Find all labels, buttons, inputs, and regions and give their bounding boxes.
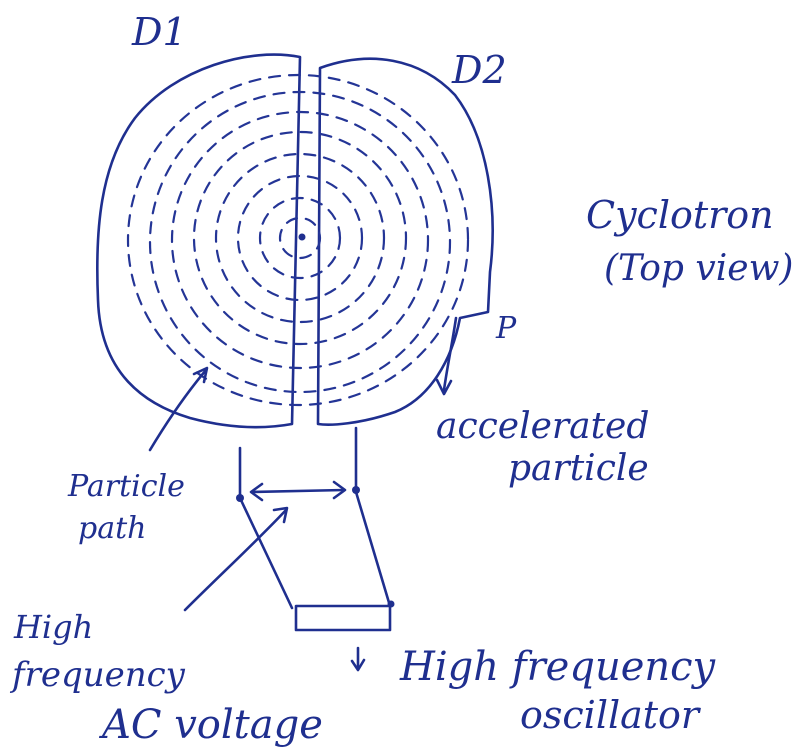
label-point-p: P	[495, 311, 517, 346]
label-title-line2: (Top view)	[604, 248, 793, 289]
label-title-line1: Cyclotron	[586, 193, 774, 237]
label-hf-line2: frequency	[9, 655, 186, 695]
label-ac-voltage: AC voltage	[98, 702, 323, 748]
terminal-left	[236, 494, 244, 502]
particle-path-pointer	[150, 370, 206, 450]
label-oscillator-line2: oscillator	[520, 693, 702, 737]
label-accelerated-line2: particle	[508, 448, 649, 489]
label-oscillator-line1: High frequency	[399, 644, 717, 690]
oscillator-box	[296, 606, 390, 630]
terminal-right	[352, 486, 360, 494]
label-accelerated-line1: accelerated	[436, 406, 649, 447]
ion-source-dot	[299, 234, 306, 241]
label-particle-path-line1: Particle	[67, 469, 185, 504]
label-hf-line1: High	[13, 608, 93, 646]
label-d2: D2	[451, 48, 507, 92]
wire-left-to-oscillator	[240, 498, 292, 608]
exit-beam	[444, 318, 456, 390]
wire-right-to-oscillator	[356, 492, 390, 606]
label-particle-path-line2: path	[78, 511, 146, 546]
label-d1: D1	[131, 10, 187, 54]
ac-voltage-double-arrow	[252, 490, 344, 492]
hf-voltage-pointer	[185, 510, 286, 610]
